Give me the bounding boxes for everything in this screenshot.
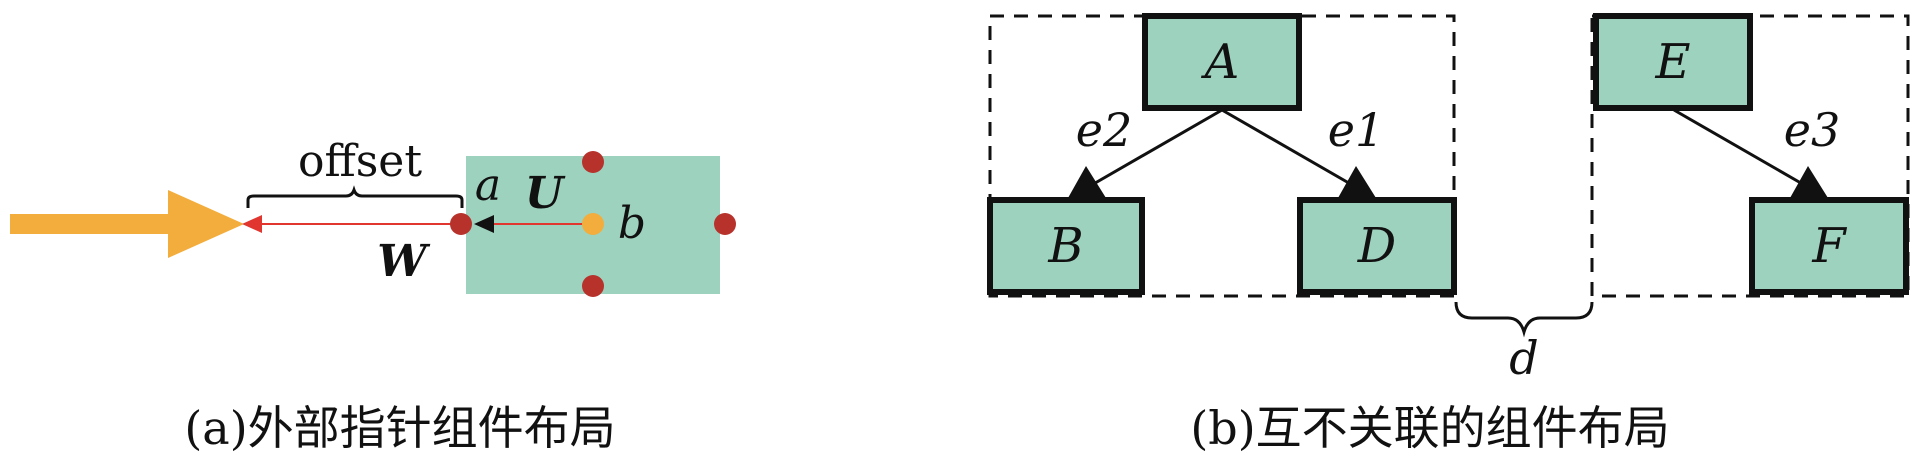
node-b: B [987,197,1145,295]
node-f-label: F [1811,218,1847,274]
group-left-boundary [988,14,1456,298]
node-a-label: A [1201,34,1240,90]
port-dot-right [714,213,736,235]
offset-label: offset [298,136,422,187]
caption-a: (a)外部指针组件布局 [184,401,615,455]
node-d-box [1297,197,1457,295]
caption-b: (b)互不关联的组件布局 [1190,401,1669,455]
edge-a-d-arrowhead [1338,166,1376,198]
edge-e3-label: e3 [1784,103,1841,157]
node-e-label: E [1654,34,1690,90]
node-d: D [1297,197,1457,295]
node-d-label: D [1357,218,1396,274]
node-f: F [1749,197,1909,295]
node-e-box [1593,13,1753,111]
port-dot-left [450,213,472,235]
edge-e-f [1673,108,1807,188]
offset-brace [246,185,464,208]
pointer-w-head [242,215,262,233]
vector-u-label: U [525,168,566,219]
port-a-label: a [475,160,501,211]
node-b-label: B [1047,218,1083,274]
orange-arrow-shaft [10,214,170,234]
edge-e-f-arrowhead [1790,166,1828,198]
edge-e2-label: e2 [1076,103,1133,157]
edge-a-b [1089,108,1223,188]
vector-w-label: W [377,236,431,287]
panel-a: offset a U b W (a)外部指针组件布局 [10,136,736,455]
node-a-box [1142,13,1302,111]
orange-arrow-head [168,190,244,258]
distance-d-label: d [1509,331,1538,385]
port-dot-bottom [582,275,604,297]
edge-e1-label: e1 [1328,103,1385,157]
center-b-label: b [618,198,646,249]
pointer-u-head [474,215,494,233]
panel-b: A B D E F e2 e1 e3 d (b)互不关联的组件布局 [987,13,1910,455]
center-dot [582,213,604,235]
distance-brace [1454,301,1594,338]
node-a: A [1142,13,1302,111]
edge-a-b-arrowhead [1068,166,1106,198]
node-e: E [1593,13,1753,111]
edge-a-d [1221,108,1355,188]
node-b-box [987,197,1145,295]
port-dot-top [582,151,604,173]
node-f-box [1749,197,1909,295]
